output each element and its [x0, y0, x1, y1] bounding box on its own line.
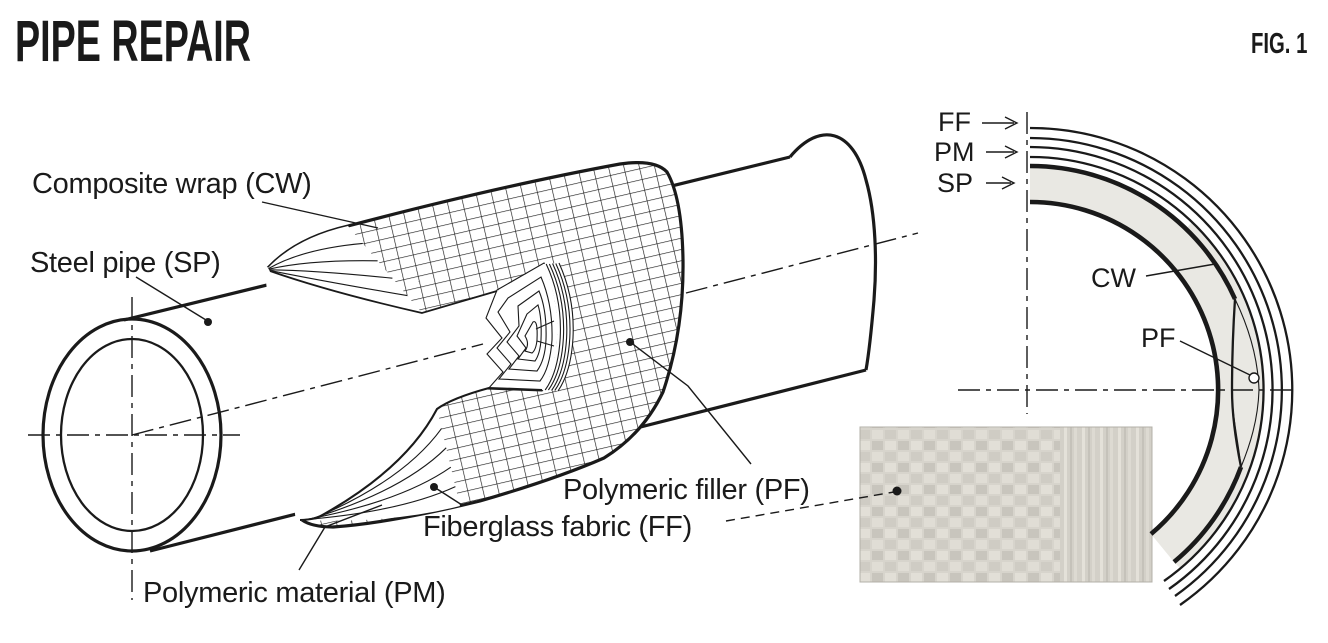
- leader-steel-pipe: [135, 276, 207, 321]
- fabric-layer-line: [268, 260, 378, 270]
- section-steel-wall: [1030, 165, 1255, 562]
- section-wrap-zone: [1174, 222, 1264, 568]
- leader-composite-wrap: [261, 201, 379, 229]
- page-title: PIPE REPAIR: [15, 10, 251, 74]
- label-steel-pipe: Steel pipe (SP): [30, 247, 221, 279]
- section-label-cw: CW: [1091, 263, 1136, 293]
- leader-fiberglass-photo: [725, 491, 895, 522]
- section-layer-arc-2: [1029, 145, 1274, 590]
- fabric-layer-line: [307, 466, 452, 520]
- leader-section-cw: [1145, 263, 1216, 277]
- section-label-pm: PM: [934, 137, 975, 167]
- fabric-layer-line: [269, 269, 408, 297]
- callouts: Composite wrap (CW) Steel pipe (SP) Poly…: [30, 168, 810, 609]
- pipe-right-cap: [788, 133, 878, 371]
- fabric-layer-line: [269, 269, 393, 279]
- section-layer-arc-4: [1029, 126, 1294, 606]
- wrap-layer-edge: [544, 263, 561, 391]
- label-fiberglass-fabric: Fiberglass fabric (FF): [423, 511, 692, 543]
- leader-dot-polymeric-filler: [626, 338, 634, 346]
- fiberglass-fabric-photo: [725, 426, 1153, 583]
- leader-fiberglass: [433, 486, 463, 506]
- leader-dot-steel-pipe: [204, 318, 212, 326]
- leader-section-pf: [1179, 340, 1251, 376]
- cross-section: FF PM SP CW PF: [934, 107, 1298, 606]
- exposed-pipe-surface: [264, 264, 558, 522]
- section-label-pf: PF: [1141, 323, 1176, 353]
- fabric-layer-line: [313, 428, 443, 519]
- pipe-axis-left: [131, 343, 484, 436]
- leader-polymeric-filler: [629, 341, 752, 465]
- wrap-layer-edge: [557, 262, 574, 392]
- leader-dot-section-pf: [1248, 372, 1260, 384]
- section-label-sp: SP: [937, 168, 973, 198]
- torn-edge-upper: [269, 270, 498, 314]
- section-layer-arc-3: [1029, 136, 1283, 597]
- label-composite-wrap: Composite wrap (CW): [32, 168, 312, 200]
- photo-strand-texture: [1060, 427, 1152, 582]
- section-label-ff: FF: [938, 107, 971, 137]
- wrap-layer-edge: [551, 263, 568, 391]
- crater-ring-2: [496, 276, 553, 382]
- fabric-layer-line: [310, 447, 447, 520]
- crater-center: [524, 321, 538, 354]
- label-polymeric-material: Polymeric material (PM): [143, 577, 445, 609]
- wrap-layer-edge: [554, 263, 571, 391]
- arrow-pm-icon: [986, 145, 1019, 159]
- section-pipe-outer-surface-b: [1172, 466, 1244, 564]
- pipe-axis-right: [685, 232, 919, 294]
- arrow-sp-icon: [986, 176, 1016, 190]
- crater-ring-3: [506, 290, 547, 372]
- section-pipe-inner-surface: [1029, 199, 1221, 536]
- label-polymeric-filler: Polymeric filler (PF): [563, 474, 810, 506]
- figure-number: FIG. 1: [1251, 28, 1307, 60]
- crater-cut-face: [542, 263, 574, 391]
- section-pipe-outer-surface-a: [1029, 163, 1238, 300]
- section-layer-arc-1: [1029, 155, 1265, 582]
- leader-dot-photo: [892, 486, 902, 496]
- lower-band-cut-face: [302, 409, 460, 521]
- crater-streaks: [535, 320, 555, 347]
- photo-border: [859, 426, 1153, 583]
- fabric-layer-line: [268, 242, 363, 270]
- photo-weave-texture: [860, 427, 1060, 582]
- leader-polymeric-material: [298, 504, 383, 571]
- filler-crater: [485, 262, 574, 392]
- arrow-ff-icon: [982, 116, 1019, 130]
- wrap-layer-edge: [547, 263, 565, 391]
